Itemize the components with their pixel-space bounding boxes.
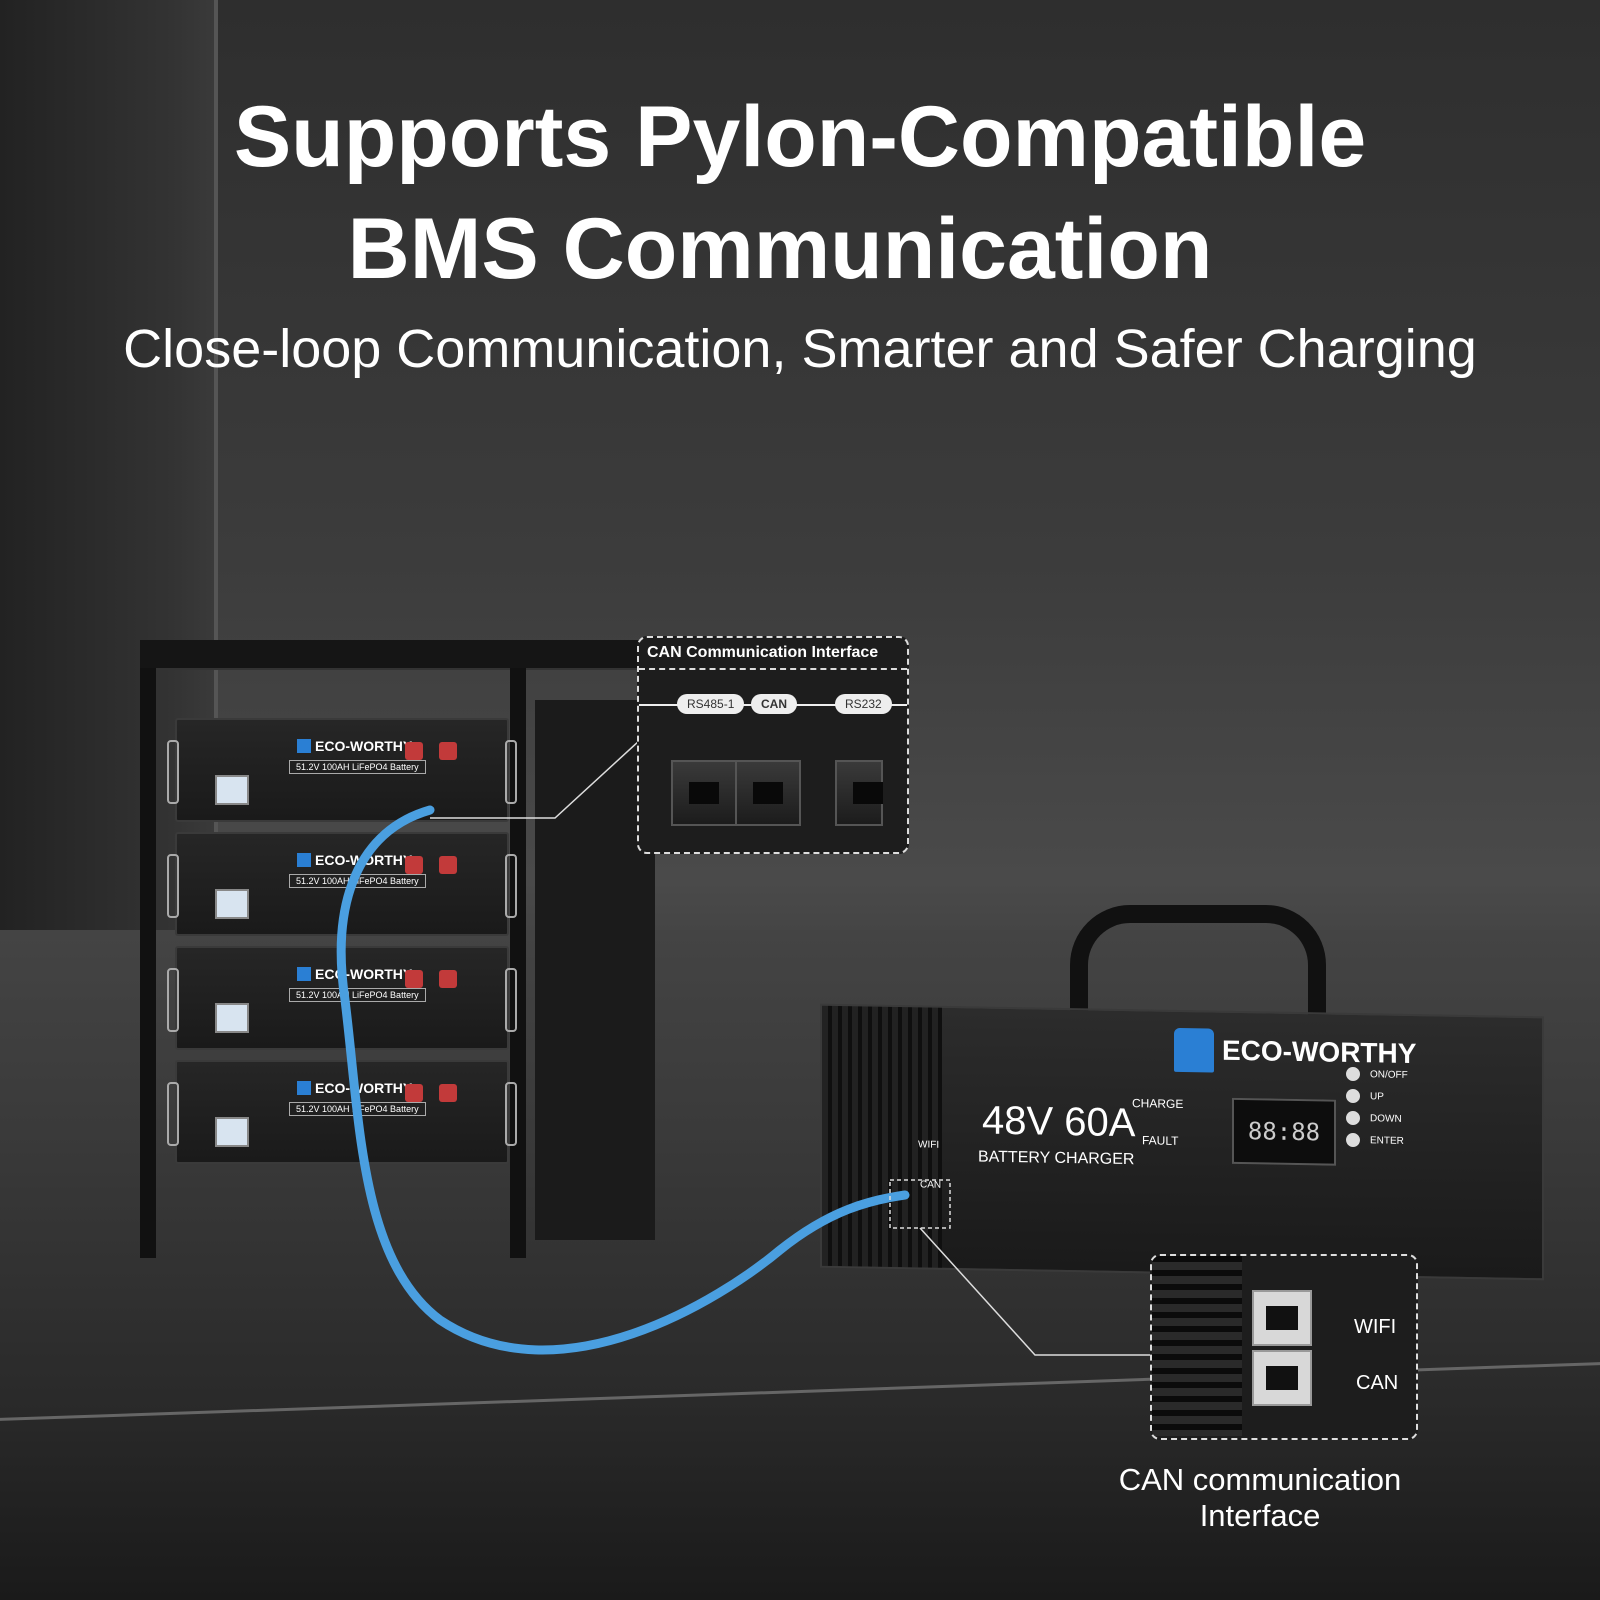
terminal-icon — [405, 856, 423, 874]
breaker-switch — [215, 1003, 249, 1033]
port-label-rs232: RS232 — [835, 694, 892, 714]
battery-handle — [167, 854, 179, 918]
port-label-can: CAN — [751, 694, 797, 714]
battery-brand: ECO-WORTHY — [297, 738, 412, 754]
battery-brand: ECO-WORTHY — [297, 1080, 412, 1096]
headline-line-2: BMS Communication — [347, 201, 1213, 297]
subtitle: Close-loop Communication, Smarter and Sa… — [123, 319, 1477, 379]
rack-post-right — [510, 668, 526, 1258]
can-interface-callout-top: CAN Communication Interface RS485-1 CAN … — [637, 636, 909, 854]
terminal-icon — [439, 970, 457, 988]
battery-module-1: ECO-WORTHY 51.2V 100AH LiFePO4 Battery — [167, 718, 517, 822]
port-label-rs485: RS485-1 — [677, 694, 745, 714]
leader-line-top — [430, 739, 641, 819]
terminal-icon — [405, 1084, 423, 1102]
battery-handle — [505, 968, 517, 1032]
rj45-port-wifi — [1252, 1290, 1312, 1346]
rack-post-left — [140, 668, 156, 1258]
wall-edge — [214, 0, 218, 980]
rack-top-shelf — [140, 640, 650, 670]
terminal-icon — [405, 742, 423, 760]
can-interface-caption: CAN communication Interface — [1080, 1462, 1440, 1534]
terminal-icon — [405, 970, 423, 988]
leader-line-bottom — [919, 1227, 1150, 1356]
terminal-icon — [439, 856, 457, 874]
battery-handle — [505, 1082, 517, 1146]
battery-label: 51.2V 100AH LiFePO4 Battery — [289, 988, 426, 1002]
charger-port-highlight — [889, 1179, 951, 1229]
breaker-switch — [215, 775, 249, 805]
battery-label: 51.2V 100AH LiFePO4 Battery — [289, 760, 426, 774]
battery-handle — [167, 968, 179, 1032]
callout-divider — [639, 668, 907, 672]
port-label-wifi: WIFI — [1354, 1316, 1397, 1338]
can-interface-callout-bottom: WIFI CAN — [1150, 1254, 1418, 1440]
caption-line-2: Interface — [1199, 1498, 1321, 1533]
battery-handle — [167, 740, 179, 804]
headline-line-1: Supports Pylon-Compatible — [233, 89, 1367, 185]
battery-handle — [505, 854, 517, 918]
terminal-icon — [439, 742, 457, 760]
breaker-switch — [215, 889, 249, 919]
battery-handle — [167, 1082, 179, 1146]
caption-line-1: CAN communication — [1118, 1462, 1402, 1497]
terminal-icon — [439, 1084, 457, 1102]
vent-slots — [1152, 1256, 1242, 1436]
breaker-switch — [215, 1117, 249, 1147]
port-label-can: CAN — [1356, 1372, 1399, 1394]
blue-ethernet-cable — [336, 805, 910, 1355]
rj45-port-rs232 — [835, 760, 883, 826]
rack-side-panel — [535, 700, 655, 1240]
rj45-port-can — [1252, 1350, 1312, 1406]
rj45-port-can — [735, 760, 801, 826]
battery-handle — [505, 740, 517, 804]
callout-title: CAN Communication Interface — [647, 644, 879, 661]
rj45-port-rs485 — [671, 760, 737, 826]
charger-carry-handle — [1070, 905, 1326, 1023]
